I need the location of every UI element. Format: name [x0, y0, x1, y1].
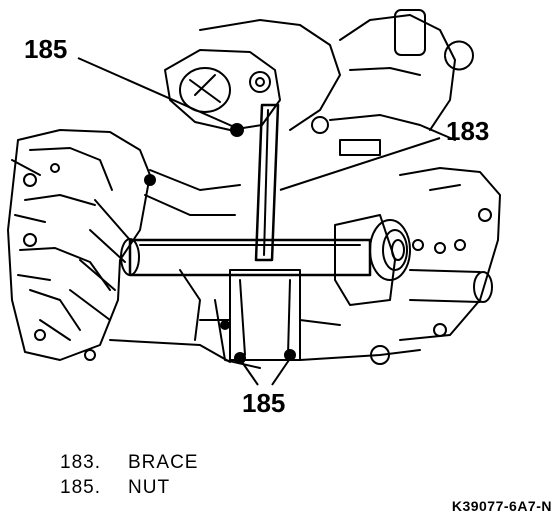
exhaust-tube	[409, 269, 493, 303]
nut-lower-right	[284, 349, 296, 361]
brace	[120, 103, 372, 277]
legend-row: 185. NUT	[60, 475, 198, 500]
lower-frame	[109, 269, 421, 365]
legend-label: BRACE	[128, 452, 199, 473]
legend-number: 183.	[60, 452, 101, 473]
leader-183	[279, 137, 441, 191]
transmission-housing	[7, 129, 151, 361]
callout-185-top: 185	[24, 34, 67, 64]
leader-185-bottom-right	[271, 359, 290, 386]
bellhousing-ribs	[69, 169, 241, 321]
leader-185-top	[77, 57, 233, 127]
parts-legend: 183. BRACE 185. NUT	[60, 450, 198, 500]
nut-lower-left	[234, 352, 246, 364]
bolt-head	[144, 174, 156, 186]
callout-185-bottom: 185	[242, 388, 285, 418]
engine-mount-bracket	[164, 49, 281, 131]
lower-bracket	[199, 269, 341, 369]
callout-183: 183	[446, 116, 489, 146]
legend-row: 183. BRACE	[60, 450, 198, 475]
nut-upper	[230, 123, 244, 137]
brace-flange	[334, 214, 466, 306]
nut-side	[220, 320, 230, 330]
figure-code: K39077-6A7-N	[451, 498, 552, 514]
legend-label: NUT	[128, 477, 171, 498]
engine-upper-block	[199, 9, 474, 156]
right-housing	[399, 167, 501, 341]
leader-185-bottom-left	[241, 361, 259, 386]
legend-number: 185.	[60, 477, 101, 498]
engine-brace-illustration: 185 183 185	[7, 9, 501, 418]
